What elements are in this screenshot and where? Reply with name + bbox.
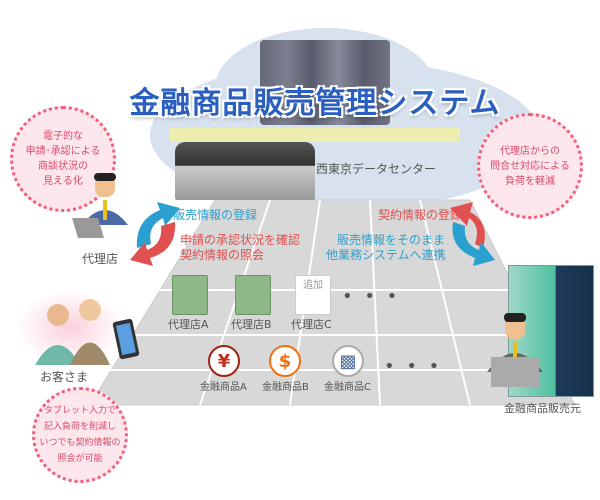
datacenter-label: 西東京データセンター bbox=[316, 162, 437, 176]
shop-a-icon bbox=[172, 275, 208, 315]
product-a-label: 金融商品A bbox=[200, 382, 247, 393]
bubble-line: 電子的な bbox=[42, 131, 83, 142]
shop-b-icon bbox=[235, 275, 271, 315]
bubble-line: 問合せ対応による bbox=[490, 160, 570, 172]
bubble-line: 申請･承認による bbox=[25, 146, 101, 157]
flow-sales-registration: 販売情報の登録 bbox=[173, 208, 258, 222]
bubble-line: 負荷を軽減 bbox=[504, 175, 555, 187]
system-title: 金融商品販売管理システム bbox=[129, 86, 501, 121]
seller-label: 金融商品販売元 bbox=[504, 402, 581, 415]
bubble-line: 代理店からの bbox=[499, 145, 560, 157]
datacenter-building-icon bbox=[175, 142, 315, 200]
shop-c-icon: 追加 bbox=[295, 275, 331, 315]
product-c-symbol: ▩ bbox=[339, 350, 357, 372]
agent-label: 代理店 bbox=[82, 252, 119, 266]
product-a-symbol: ¥ bbox=[217, 350, 231, 372]
customers-icon bbox=[35, 299, 140, 365]
bubble-line: タブレット入力で bbox=[43, 406, 116, 416]
product-b-symbol: $ bbox=[278, 350, 292, 372]
shop-c-label: 代理店C bbox=[291, 318, 332, 331]
shops-ellipsis: • • • bbox=[342, 286, 401, 307]
shop-a-label: 代理店A bbox=[168, 318, 209, 331]
flow-approval-check: 申請の承認状況を確認 bbox=[180, 233, 301, 247]
agent-person-icon bbox=[72, 173, 128, 238]
flow-other-systems: 他業務システムへ連携 bbox=[326, 248, 446, 262]
bubble-line: 照会が可能 bbox=[57, 454, 103, 464]
flow-contract-query: 契約情報の照会 bbox=[180, 248, 265, 262]
customer-label: お客さま bbox=[40, 370, 89, 384]
seller-benefit-bubble: 代理店からの問合せ対応による負荷を軽減 bbox=[477, 113, 583, 219]
bubble-line: いつでも契約情報の bbox=[39, 438, 121, 448]
product-a-yen-icon: ¥ bbox=[208, 345, 240, 377]
bubble-line: 記入負荷を削減し bbox=[43, 422, 116, 432]
flow-contract-registration: 契約情報の登録 bbox=[378, 208, 463, 222]
right-sync-arrows-icon bbox=[450, 202, 495, 266]
bubble-line: 商談状況の bbox=[37, 161, 88, 172]
flow-sales-passthrough: 販売情報をそのまま bbox=[337, 233, 446, 247]
server-room-image bbox=[260, 40, 390, 125]
product-b-dollar-icon: $ bbox=[269, 345, 301, 377]
products-ellipsis: • • • bbox=[384, 356, 443, 377]
customer-benefit-bubble: タブレット入力で記入負荷を削減しいつでも契約情報の照会が可能 bbox=[32, 387, 128, 483]
product-b-label: 金融商品B bbox=[262, 382, 309, 393]
shop-c-add-tag: 追加 bbox=[303, 280, 323, 291]
product-c-label: 金融商品C bbox=[324, 382, 371, 393]
left-sync-arrows-icon bbox=[130, 202, 180, 266]
seller-person-icon bbox=[487, 313, 543, 387]
product-c-icon: ▩ bbox=[332, 345, 364, 377]
bubble-line: 見える化 bbox=[43, 176, 83, 187]
highlight-bar bbox=[170, 128, 460, 142]
shop-b-label: 代理店B bbox=[231, 318, 272, 331]
